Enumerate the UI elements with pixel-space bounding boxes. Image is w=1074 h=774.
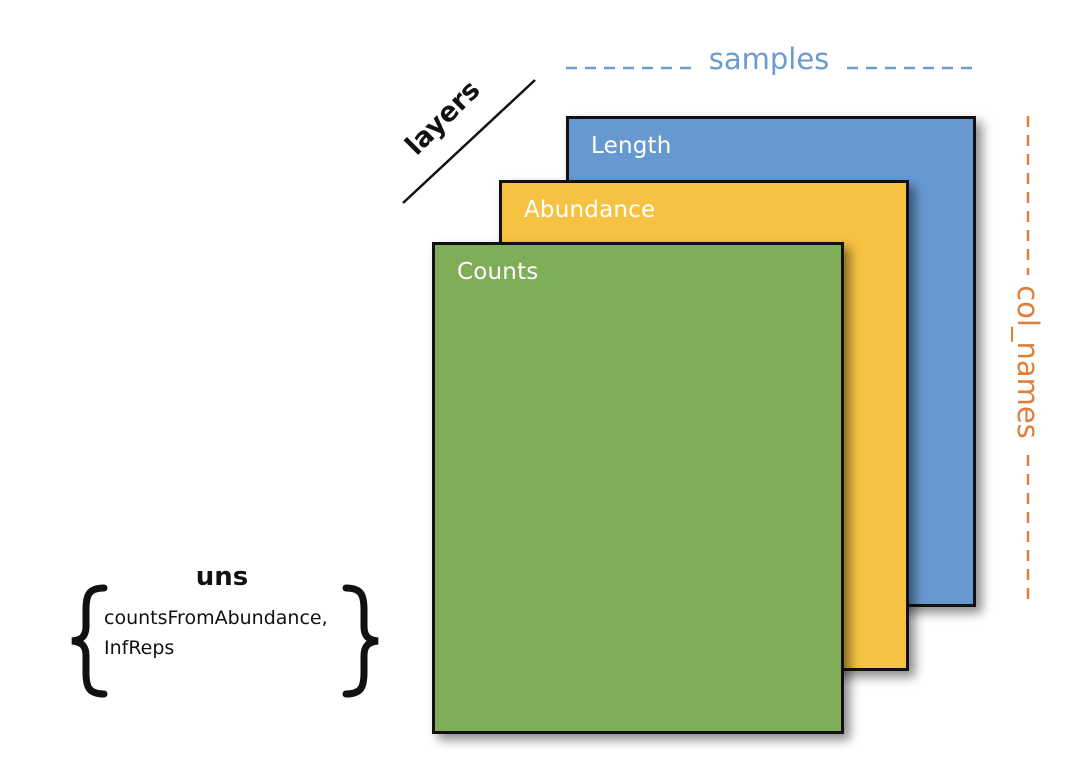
left-curly-brace — [71, 584, 108, 698]
uns-item: countsFromAbundance, — [104, 607, 328, 629]
layer-title-abundance: Abundance — [524, 197, 656, 223]
layer-title-length: Length — [591, 133, 672, 159]
layer-card-counts: Counts — [432, 242, 844, 734]
samples-label: samples — [708, 42, 830, 76]
layers-diagonal-line — [402, 79, 536, 204]
uns-item: InfReps — [104, 637, 175, 659]
right-curly-brace — [342, 584, 379, 698]
layer-title-counts: Counts — [457, 259, 539, 285]
uns-items: countsFromAbundance, InfReps — [104, 603, 354, 663]
uns-title: uns — [195, 562, 249, 592]
col-names-label: col_names — [1011, 285, 1045, 439]
